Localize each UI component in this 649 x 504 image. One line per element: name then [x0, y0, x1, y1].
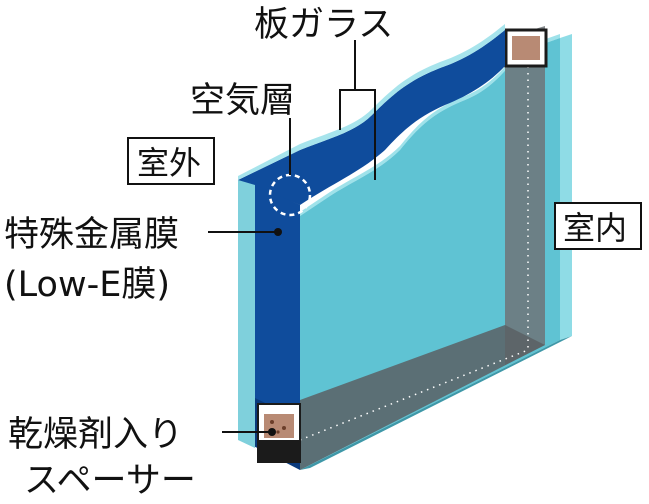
indoor-label-box [554, 202, 642, 250]
outdoor-pane-top-edge [238, 24, 505, 180]
outdoor-glass-pane [238, 24, 505, 448]
air-layer-top-band [238, 30, 505, 205]
spacer-leader-dot [268, 428, 276, 436]
desiccant-spacer-label-line1: 乾燥剤入り [8, 415, 183, 455]
desiccant-dot-2 [282, 426, 286, 430]
indoor-pane-top-edge [300, 34, 560, 216]
desiccant-bottom [264, 414, 294, 438]
air-layer-inner-shading [255, 185, 300, 420]
spacer-frame-vertical [505, 26, 545, 365]
glass-pane-label: 板ガラス [254, 5, 393, 45]
desiccant-dot-1 [270, 420, 274, 424]
special-metal-film-label: 特殊金属膜 [4, 215, 179, 255]
indoor-pane-bottom-edge [300, 336, 572, 470]
glass-pane-leader [339, 40, 376, 180]
metal-film-leader-dot [274, 228, 282, 236]
outdoor-pane-left-face [238, 180, 255, 448]
spacer-frame [299, 26, 548, 470]
low-e-film-label: (Low-E膜) [4, 265, 170, 305]
desiccant-dot-3 [276, 430, 280, 434]
outdoor-label: 室外 [137, 144, 201, 182]
indoor-pane-right-edge [560, 34, 572, 340]
spacer-bottom-dark [258, 440, 300, 462]
desiccant-top [512, 36, 540, 60]
spacer-frame-horizontal [300, 325, 545, 470]
leader-lines [208, 40, 376, 433]
outdoor-label-box [127, 137, 215, 185]
indoor-label: 室内 [563, 209, 627, 247]
air-layer-label: 空気層 [190, 81, 295, 121]
desiccant-spacer-label-line2: スペーサー [24, 461, 196, 501]
